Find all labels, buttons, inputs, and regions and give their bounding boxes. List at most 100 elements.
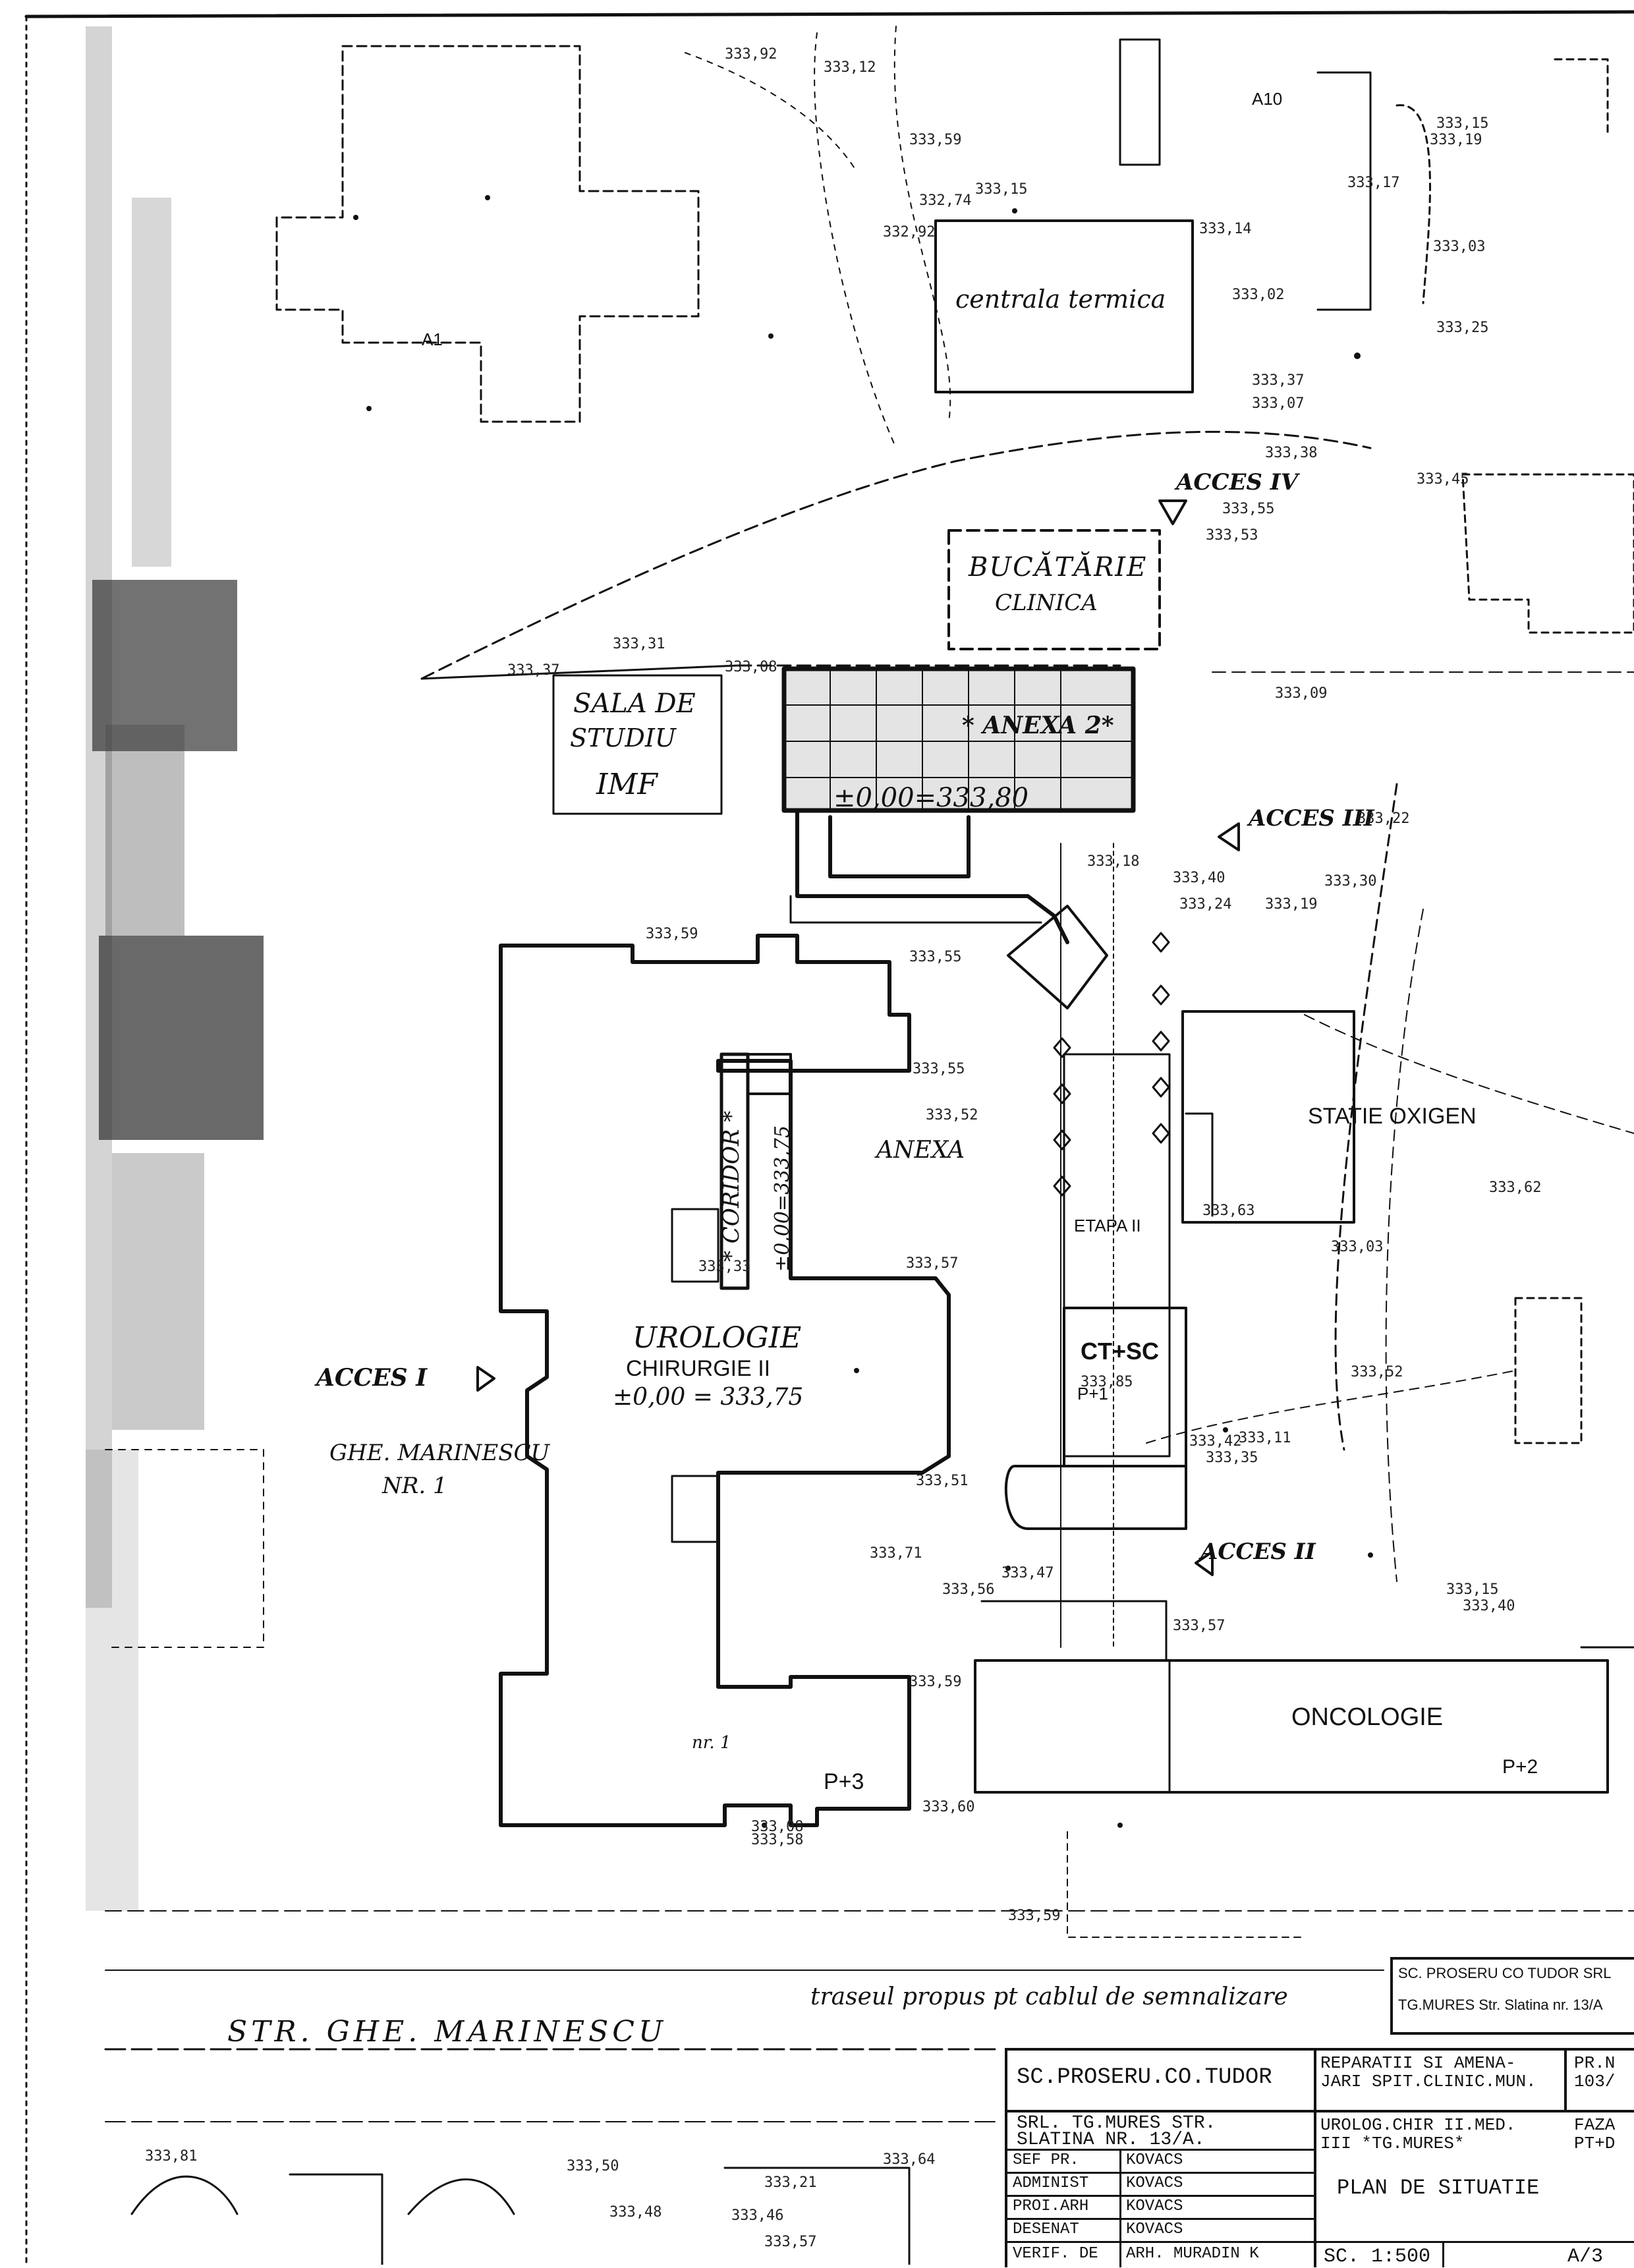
elevation: 333,51	[916, 1473, 969, 1489]
elevation: 333,92	[725, 46, 777, 63]
company-stamp: SC. PROSERU CO TUDOR SRL TG.MURES Str. S…	[1390, 1957, 1634, 2035]
elevation: 333,48	[609, 2204, 662, 2221]
label-a1: A1	[422, 329, 443, 349]
role-name: KOVACS	[1126, 2174, 1183, 2192]
company-line-2: SRL. TG.MURES STR.	[1017, 2113, 1216, 2134]
copy-noise	[86, 26, 264, 1911]
elevation: 333,46	[731, 2207, 784, 2224]
label-corridor: * CORIDOR *	[718, 1110, 745, 1262]
elevation: 333,08	[751, 1819, 804, 1835]
stamp-line-1: SC. PROSERU CO TUDOR SRL	[1398, 1965, 1612, 1981]
label-corridor-level: ±0,00=333,75	[771, 1125, 794, 1272]
elevation: 333,40	[1173, 870, 1226, 886]
label-acces-ii: ACCES II	[1200, 1539, 1316, 1565]
elevation: 333,18	[1087, 853, 1140, 870]
elevation: 333,57	[1173, 1618, 1226, 1634]
label-ct-sc: CT+SC	[1081, 1338, 1160, 1365]
role-name: ARH. MURADIN K	[1126, 2245, 1259, 2263]
label-p3: P+3	[824, 1769, 864, 1794]
elevation: 333,55	[909, 949, 962, 965]
label-urologie-level: ±0,00 = 333,75	[613, 1384, 804, 1411]
label-p1: P+1	[1077, 1384, 1108, 1403]
elevation: 333,03	[1331, 1239, 1384, 1255]
elevation: 333,15	[1436, 115, 1489, 132]
elevation: 333,03	[1433, 239, 1486, 255]
label-a10: A10	[1252, 89, 1283, 109]
elevation: 333,42	[1189, 1433, 1242, 1450]
code-line-2: 103/	[1574, 2072, 1616, 2091]
label-etapa-ii: ETAPA II	[1074, 1216, 1141, 1235]
project-line-2: JARI SPIT.CLINIC.MUN.	[1320, 2072, 1536, 2091]
elevation: 333,60	[922, 1799, 975, 1815]
elevation: 333,33	[698, 1259, 751, 1275]
building-a1	[275, 45, 700, 423]
role-label: ADMINIST	[1013, 2174, 1089, 2192]
elevation: 333,19	[1430, 132, 1482, 148]
elevation: 333,22	[1357, 810, 1410, 827]
acces-iii-arrow	[1218, 822, 1240, 851]
label-acces-iii: ACCES III	[1249, 805, 1374, 832]
elevation: 333,64	[883, 2151, 936, 2168]
label-street: STR. GHE. MARINESCU	[227, 2015, 667, 2049]
label-bucatarie-1: BUCĂTĂRIE	[969, 552, 1148, 582]
elevation: 333,71	[870, 1545, 922, 1562]
elevation: 333,62	[1489, 1179, 1542, 1196]
role-label: SEF PR.	[1013, 2151, 1079, 2169]
elevation: 333,15	[1446, 1581, 1499, 1598]
building-urologie	[499, 934, 951, 1827]
label-oncologie: ONCOLOGIE	[1291, 1703, 1444, 1731]
project-line-3: UROLOG.CHIR II.MED.	[1320, 2115, 1516, 2135]
acces-iv-arrow	[1158, 499, 1187, 525]
code-line-3: FAZA	[1574, 2115, 1616, 2135]
elevation: 333,30	[1324, 873, 1377, 890]
elevation: 333,45	[1417, 471, 1469, 488]
project-line-4: III *TG.MURES*	[1320, 2134, 1465, 2153]
label-nr1: nr. 1	[692, 1733, 731, 1753]
role-name: KOVACS	[1126, 2151, 1183, 2169]
project-line-1: REPARATII SI AMENA-	[1320, 2053, 1516, 2073]
elevation: 333,52	[1351, 1364, 1403, 1380]
label-anexa-2: * ANEXA 2*	[962, 712, 1114, 739]
elevation: 333,56	[942, 1581, 995, 1598]
elevation: 333,53	[1206, 527, 1258, 544]
building-oncologie	[974, 1659, 1609, 1794]
building-anexa-2	[781, 666, 1136, 813]
elevation: 333,17	[1347, 175, 1400, 191]
elevation: 333,59	[909, 132, 962, 148]
title-block: SC.PROSERU.CO.TUDOR SRL. TG.MURES STR. S…	[1005, 2048, 1634, 2268]
elevation: 333,09	[1275, 685, 1328, 702]
elevation: 333,08	[725, 659, 777, 675]
elevation: 332,74	[919, 192, 972, 209]
elevation: 332,92	[883, 224, 936, 241]
elevation: 333,02	[1232, 287, 1285, 303]
elevation: 333,11	[1239, 1430, 1291, 1446]
label-acces-i: ACCES I	[316, 1364, 428, 1392]
survey-dots	[353, 195, 1373, 1828]
elevation: 333,25	[1436, 320, 1489, 336]
role-label: PROI.ARH	[1013, 2197, 1089, 2215]
elevation: 333,63	[1202, 1203, 1255, 1219]
label-p2: P+2	[1502, 1756, 1538, 1778]
role-label: DESENAT	[1013, 2221, 1079, 2238]
elevation: 333,35	[1206, 1450, 1258, 1466]
corridor	[719, 1052, 750, 1290]
elevation: 333,57	[764, 2234, 817, 2250]
drawing-scale: SC. 1:500	[1324, 2246, 1431, 2268]
elevation: 333,50	[567, 2158, 619, 2174]
elevation: 333,40	[1463, 1598, 1515, 1614]
label-sala-1: SALA DE	[573, 689, 696, 719]
elevation: 333,37	[1252, 372, 1305, 389]
role-name: KOVACS	[1126, 2197, 1183, 2215]
elevation: 333,52	[926, 1107, 978, 1123]
company-line-3: SLATINA NR. 13/A.	[1017, 2130, 1205, 2150]
building-sala-studiu	[552, 674, 723, 815]
elevation: 333,14	[1199, 221, 1252, 237]
elevation: 333,07	[1252, 395, 1305, 412]
code-line-4: PT+D	[1574, 2134, 1616, 2153]
label-address-2: NR. 1	[382, 1473, 447, 1499]
elevation: 333,21	[764, 2174, 817, 2191]
label-bucatarie-2: CLINICA	[995, 590, 1098, 616]
elevation: 333,57	[906, 1255, 959, 1272]
building-statie-oxigen	[1181, 1010, 1355, 1224]
elevation: 333,58	[751, 1832, 804, 1848]
